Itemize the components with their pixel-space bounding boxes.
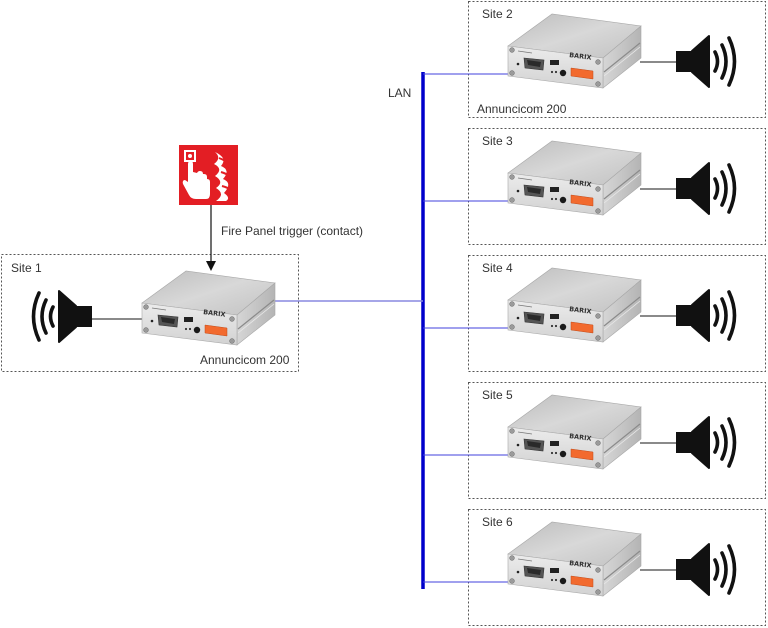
site-1-box — [1, 254, 299, 372]
site-2-box — [468, 1, 766, 118]
site-2-group: Site 2 Annuncicom 200 — [423, 1, 766, 118]
site-4-annuncicom-device — [507, 267, 642, 343]
site-6-annuncicom-device — [507, 521, 642, 597]
site-3-speaker-icon — [674, 161, 737, 216]
site-4-title: Site 4 — [482, 261, 513, 275]
fire-panel: Fire Panel trigger (contact) — [179, 145, 363, 271]
trigger-arrow-head — [206, 261, 216, 271]
site-1-group: Site 1 Annuncicom 200 — [1, 254, 423, 372]
site-2-speaker-icon — [674, 34, 737, 89]
site-5-annuncicom-device — [507, 394, 642, 470]
site-2-annuncicom-device — [507, 13, 642, 89]
site-6-box — [468, 509, 766, 626]
site-2-title: Site 2 — [482, 7, 513, 21]
site-1-title: Site 1 — [11, 261, 42, 275]
lan-label: LAN — [388, 86, 411, 100]
site-5-group: Site 5 — [423, 382, 766, 499]
fire-alarm-call-point-icon — [179, 145, 238, 205]
site-1-speaker-icon — [31, 289, 94, 344]
site-3-box — [468, 128, 766, 245]
site-2-device-label: Annuncicom 200 — [477, 102, 567, 116]
site-6-speaker-icon — [674, 542, 737, 597]
site-1-annuncicom-device — [141, 270, 276, 346]
fire-panel-label: Fire Panel trigger (contact) — [221, 224, 363, 238]
site-5-speaker-icon — [674, 415, 737, 470]
site-4-speaker-icon — [674, 288, 737, 343]
site-3-group: Site 3 — [423, 128, 766, 245]
site-4-group: Site 4 — [423, 255, 766, 372]
site-5-title: Site 5 — [482, 388, 513, 402]
site-5-box — [468, 382, 766, 499]
site-4-box — [468, 255, 766, 372]
site-3-annuncicom-device — [507, 140, 642, 216]
site-1-device-label: Annuncicom 200 — [200, 353, 290, 367]
site-6-group: Site 6 — [423, 509, 766, 626]
site-6-title: Site 6 — [482, 515, 513, 529]
site-3-title: Site 3 — [482, 134, 513, 148]
